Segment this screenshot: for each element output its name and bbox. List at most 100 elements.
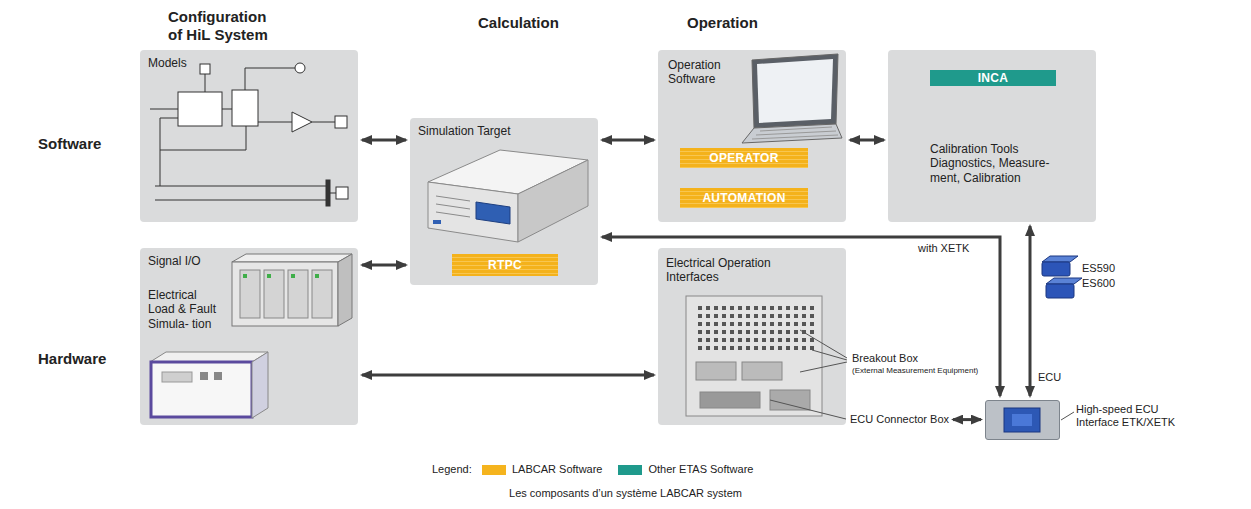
text-slot: (External Measurement Equipment) [852,366,978,376]
callout-label: Breakout Box [852,352,918,365]
node-title: ECU [1038,371,1061,384]
text-slot: Signal I/O [148,254,201,268]
model-block-diagram [295,63,305,73]
node-title: Signal I/O [148,254,201,268]
text-slot: High-speed ECU Interface ETK/XETK [1076,403,1194,429]
column-heading: Operation [687,14,758,32]
simulation-pc [436,196,470,217]
breakout-panel [696,362,736,380]
connector-arrow [362,139,406,142]
legend-item: Other ETAS Software [618,463,753,476]
model-block-diagram [150,63,348,206]
text-slot: ECU Connector Box [850,413,949,426]
breakout-panel [694,302,814,352]
text-slot: ES600 [1082,277,1115,290]
node-text: High-speed ECU Interface ETK/XETK [1076,403,1194,429]
software-label: OPERATOR [709,151,778,165]
row-heading: Software [38,135,101,153]
software-label: AUTOMATION [702,191,785,205]
connector-arrow [953,418,981,421]
load-fault-unit [200,372,208,380]
es590-es600-module [1046,284,1074,298]
text-slot: Models [148,56,187,70]
ecu-chip-die [1012,414,1032,426]
simulation-pc [428,182,518,242]
breakout-panel [742,362,782,380]
signal-io-panel: Signal I/O Electrical Load & Fault Simula… [140,248,358,425]
legend-swatch [482,465,506,475]
calibration-panel: Calibration Tools Diagnostics, Measure- … [888,50,1096,222]
node-text: Electrical Load & Fault Simula- tion [148,288,220,331]
labcar-software-bar: AUTOMATION [680,188,808,208]
breakout-panel [770,390,810,410]
signal-io-rack [232,262,338,326]
signal-io-rack [312,270,332,318]
laptop [752,127,838,139]
text-slot: RTPC [452,254,558,276]
column-heading: Configuration of HiL System [168,8,284,44]
text-slot: ES590 [1082,262,1115,275]
connector-arrow [362,264,406,267]
node-title: Models [148,56,187,70]
connector-arrow [850,139,884,142]
es590-es600-module [1042,256,1082,298]
model-block-diagram [292,112,312,132]
legend-text: Other ETAS Software [648,463,753,476]
signal-io-rack [264,270,284,318]
text-slot: ECU [1038,371,1061,384]
text-slot: Operation [687,14,758,32]
electrical-interface-panel: Electrical Operation Interfaces [658,248,846,425]
signal-io-rack [240,270,260,318]
ecu-chip-die [1004,408,1040,432]
text-slot: Calibration Tools Diagnostics, Measure- … [930,142,1065,185]
text-slot: Calculation [478,14,559,32]
laptop [757,59,833,123]
text-slot: Configuration of HiL System [168,8,284,44]
es590-es600-module [1042,262,1070,276]
column-heading: Calculation [478,14,559,32]
node-title: Simulation Target [418,124,511,138]
connector-box-label: ECU Connector Box [850,413,949,426]
operation-panel: Operation SoftwareOPERATOR AUTOMATION [658,50,846,222]
leader-line [770,330,1074,420]
edge-label: with XETK [916,242,971,255]
simulation-pc [433,220,441,224]
signal-io-rack [291,274,295,278]
row-heading: Hardware [38,350,106,368]
load-fault-unit [151,362,252,417]
text-slot: Breakout Box [852,352,918,365]
legend-heading: Legend: [432,463,472,476]
node-title: Electrical Operation Interfaces [666,256,796,285]
node-title: Operation Software [668,58,748,87]
node-title: Calibration Tools Diagnostics, Measure- … [930,142,1065,185]
load-fault-unit [150,352,268,418]
text-slot: Legend: [432,463,472,476]
text-slot: Les composants d’un système LABCAR syste… [0,487,1251,500]
legend-swatch [618,465,642,475]
signal-io-rack [288,270,308,318]
device-label: ES590 [1082,262,1115,275]
breakout-panel [686,296,822,416]
node-title: ECU Connector Box [850,413,949,426]
text-slot: Hardware [38,350,106,368]
model-block-diagram [232,90,258,126]
text-slot: INCA [930,70,1056,86]
callout-note: (External Measurement Equipment) [852,366,978,376]
signal-io-rack [243,274,247,278]
figure-caption: Les composants d’un système LABCAR syste… [0,487,1251,500]
model-block-diagram [178,92,222,126]
software-label: INCA [978,71,1009,85]
simulation-target-panel: Simulation TargetRTPC [410,118,598,285]
load-fault-unit [252,352,268,418]
ecu-chip-die [1004,408,1040,432]
model-block-diagram [150,68,335,200]
text-slot: OPERATOR [680,148,808,168]
text-slot: with XETK [916,242,971,255]
model-block-diagram [336,187,348,199]
signal-io-rack [232,254,352,262]
model-block-diagram [326,180,330,206]
signal-io-rack [267,274,271,278]
etas-software-bar: INCA [930,70,1056,86]
